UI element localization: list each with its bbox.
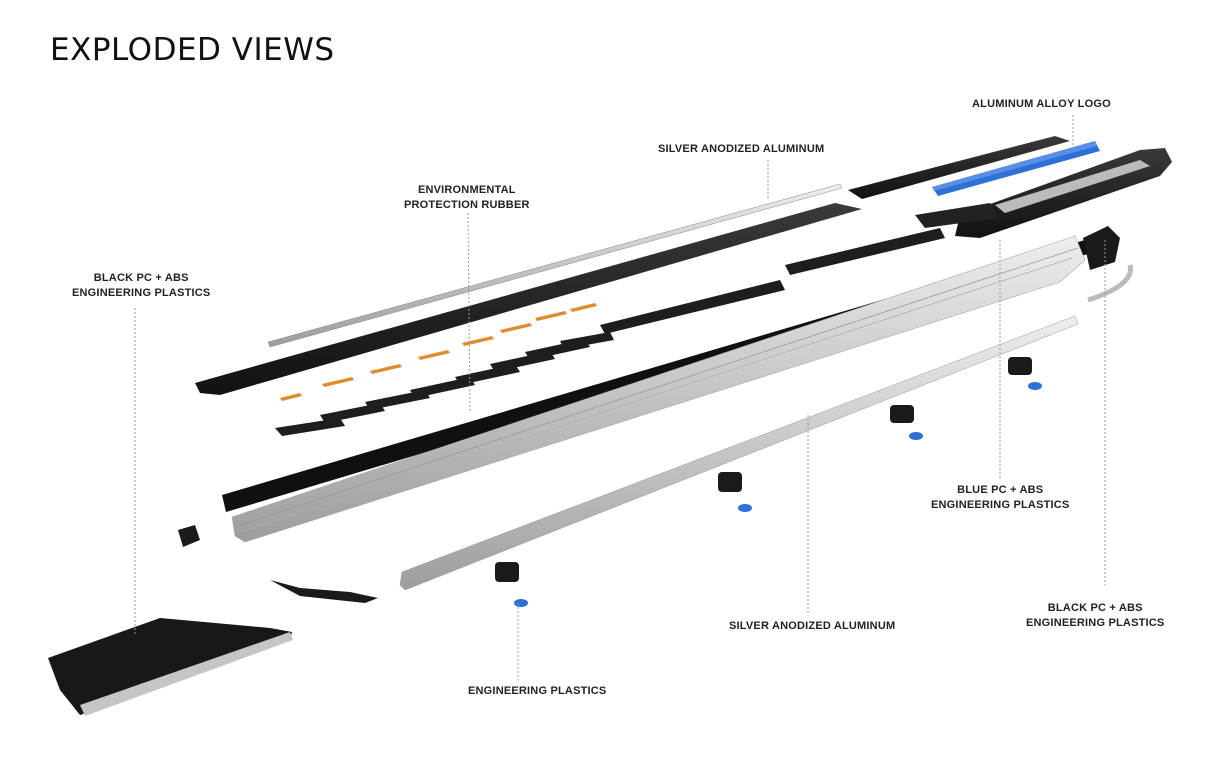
black-plate-right xyxy=(915,203,998,228)
bracket-3 xyxy=(890,405,923,440)
label-engineering-plastics: ENGINEERING PLASTICS xyxy=(468,685,607,697)
label-black-pc-abs-right: BLACK PC + ABS ENGINEERING PLASTICS xyxy=(1026,602,1165,629)
black-clips-row xyxy=(275,228,945,436)
label-silver-anodized-bottom: SILVER ANODIZED ALUMINUM xyxy=(729,620,896,632)
silver-rod-top xyxy=(267,183,843,348)
page-title: EXPLODED VIEWS xyxy=(50,32,335,68)
label-aluminum-alloy-logo: ALUMINUM ALLOY LOGO xyxy=(972,98,1111,110)
label-silver-anodized-top: SILVER ANODIZED ALUMINUM xyxy=(658,143,825,155)
label-blue-pc-abs: BLUE PC + ABS ENGINEERING PLASTICS xyxy=(931,484,1070,511)
label-black-pc-abs-left: BLACK PC + ABS ENGINEERING PLASTICS xyxy=(72,272,211,299)
end-cap-right xyxy=(1083,226,1133,303)
blue-logo-bar xyxy=(932,141,1100,196)
bracket-1 xyxy=(495,562,528,607)
black-strip-top xyxy=(195,203,862,395)
bracket-2 xyxy=(718,472,752,512)
rubber-strips xyxy=(280,303,597,401)
left-small-parts xyxy=(178,525,378,603)
aluminum-main-board xyxy=(231,235,1086,543)
black-channel-top-right xyxy=(848,136,1070,199)
bracket-4 xyxy=(1008,357,1042,390)
end-cap-top-right xyxy=(955,148,1172,238)
aluminum-lower-rail xyxy=(399,315,1079,591)
leader-lines xyxy=(134,115,1106,680)
label-environmental-rubber: ENVIRONMENTAL PROTECTION RUBBER xyxy=(404,184,530,211)
end-cap-left xyxy=(48,618,293,716)
